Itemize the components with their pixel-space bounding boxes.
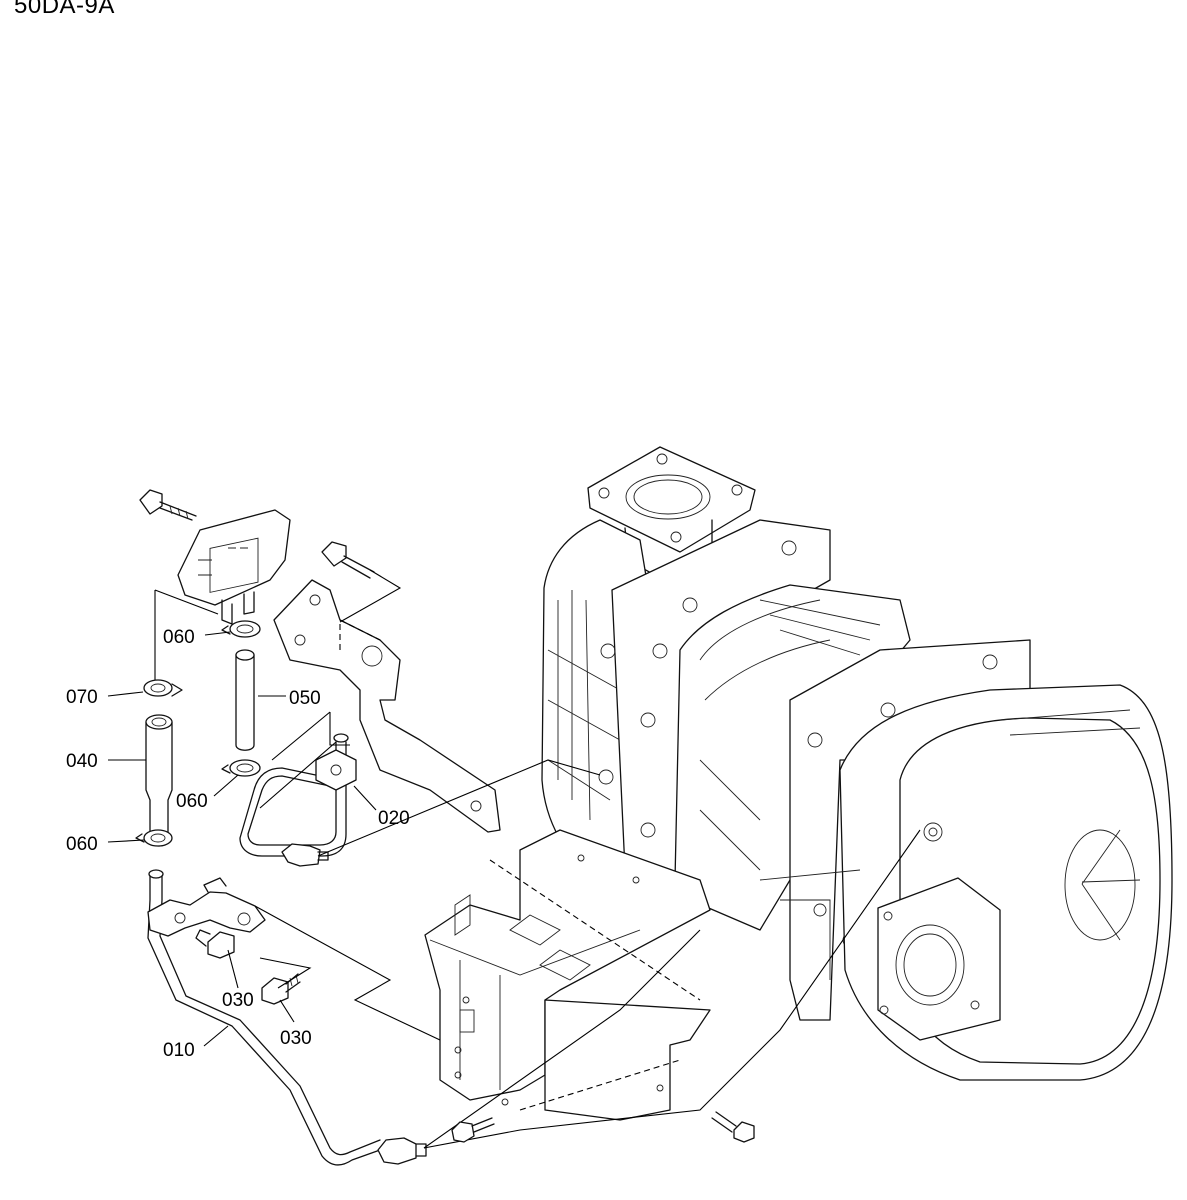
pipe-020 [239,711,601,867]
angle-bracket [273,541,501,833]
pipe-010 [147,829,921,1166]
pressure-sensor [139,489,291,625]
callout-030-a: 030 [222,990,254,1011]
callout-leaders [107,631,377,1047]
hose-parts [135,590,261,847]
callout-060-bottom: 060 [66,834,98,855]
mounting-bracket [424,829,711,1121]
callout-060-top: 060 [163,627,195,648]
drawing-number: 50DA-9A [14,0,115,19]
callout-060-mid: 060 [176,791,208,812]
bolts-030 [195,929,755,1143]
engine-assembly [541,446,1173,1081]
callout-030-b: 030 [280,1028,312,1049]
callout-050: 050 [289,688,321,709]
callout-010: 010 [163,1040,195,1061]
callout-020: 020 [378,808,410,829]
callout-070: 070 [66,687,98,708]
callout-040: 040 [66,751,98,772]
